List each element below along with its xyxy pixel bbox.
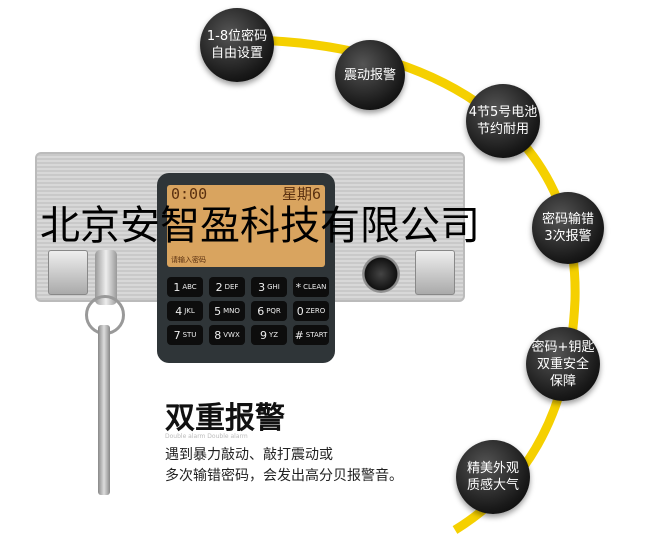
feature-text: 1-8位密码 <box>206 29 268 44</box>
feature-text: 精美外观 <box>466 461 519 476</box>
key-number: 8 <box>214 328 222 342</box>
feature-bubble: 密码输错 3次报警 <box>532 192 604 264</box>
key-number: 7 <box>173 328 181 342</box>
key-letters: GHI <box>267 283 280 291</box>
lcd-time: 0:00 <box>171 185 208 203</box>
lcd-prompt: 请输入密码 <box>171 256 206 264</box>
key-letters: STU <box>182 331 197 339</box>
section-title: 双重报警 <box>165 401 285 436</box>
key-number: 4 <box>175 304 183 318</box>
feature-text: 保障 <box>549 373 576 389</box>
key-letters: DEF <box>224 283 239 291</box>
feature-bubble: 4节5号电池节约耐用 <box>466 84 540 158</box>
feature-text: 质感大气 <box>466 478 519 493</box>
key-number: 5 <box>214 304 222 318</box>
key-letters: YZ <box>268 331 279 339</box>
key-letters: PQR <box>266 307 281 315</box>
key-number: # <box>294 328 304 342</box>
key-number: 3 <box>258 280 266 294</box>
feature-text: 双重安全 <box>536 356 589 372</box>
key-letters: ZERO <box>305 307 326 315</box>
key-head <box>95 250 117 305</box>
lcd-week: 星期6 <box>281 185 321 203</box>
feature-text: 密码输错 <box>541 212 594 227</box>
key-number: 6 <box>257 304 265 318</box>
feature-bubble: 密码+钥匙双重安全保障 <box>526 327 600 401</box>
key-shaft <box>98 325 110 495</box>
key-letters: CLEAN <box>303 283 327 291</box>
lcd-display: 0:00 星期6 请输入密码 <box>167 185 325 267</box>
keyhole-icon <box>362 255 400 293</box>
key-letters: START <box>305 331 328 339</box>
feature-text: 3次报警 <box>544 229 592 244</box>
feature-text: 节约耐用 <box>476 122 529 137</box>
feature-bubble: 1-8位密码自由设置 <box>200 8 274 82</box>
left-hinge <box>48 250 88 295</box>
right-hinge <box>415 250 455 295</box>
desc-line: 遇到暴力敲动、敲打震动或 <box>165 447 333 463</box>
key-number: 0 <box>296 304 304 318</box>
key-number: 2 <box>215 280 223 294</box>
feature-text: 4节5号电池 <box>468 105 538 120</box>
section-description: 遇到暴力敲动、敲打震动或多次输错密码，会发出高分贝报警音。 <box>165 445 403 487</box>
key-number: * <box>295 280 302 294</box>
feature-text: 自由设置 <box>210 46 263 61</box>
section-subtitle: Double alarm Double alarm <box>165 433 248 440</box>
key-number: 9 <box>259 328 267 342</box>
desc-line: 多次输错密码，会发出高分贝报警音。 <box>165 468 403 484</box>
keypad-key[interactable]: #START <box>293 325 329 345</box>
key-letters: ABC <box>182 283 197 291</box>
feature-bubble: 震动报警 <box>335 40 405 110</box>
feature-text: 震动报警 <box>343 67 396 83</box>
feature-text: 密码+钥匙 <box>531 339 595 355</box>
feature-bubble: 精美外观质感大气 <box>456 440 530 514</box>
key-letters: MNO <box>223 307 240 315</box>
key-number: 1 <box>173 280 181 294</box>
keypad-key[interactable]: *CLEAN <box>293 277 329 297</box>
key-letters: VWX <box>223 331 240 339</box>
key-letters: JKL <box>184 307 195 315</box>
company-watermark: 北京安智盈科技有限公司 <box>40 203 480 249</box>
